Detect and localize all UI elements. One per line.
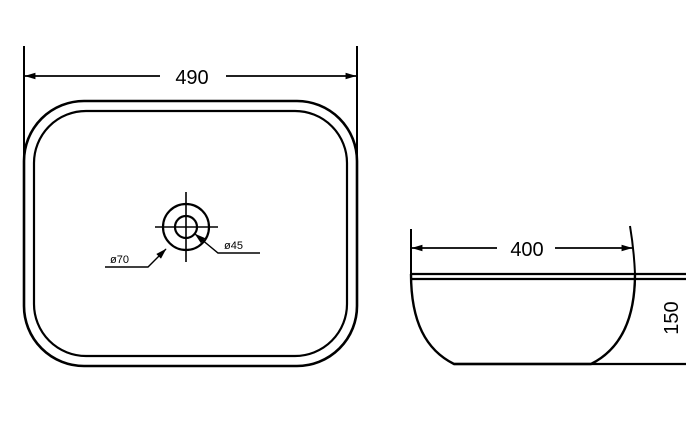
drain-symbol: [155, 192, 218, 262]
side-width-extension-right: [629, 225, 636, 275]
drain-inner-circle: [173, 214, 199, 240]
outer-diameter-leader: [105, 248, 167, 268]
top-view: 490 ø70 ø45: [22, 46, 359, 368]
basin-outer-rim: [22, 99, 359, 368]
side-height-dimension-label: 150: [661, 301, 683, 334]
basin-inner-rim: [32, 109, 349, 358]
drain-outer-circle: [161, 202, 211, 252]
basin-bowl-profile: [409, 273, 637, 366]
inner-diameter-leader: [194, 233, 260, 254]
width-dimension-label: 490: [175, 67, 208, 89]
inner-diameter-label: ø45: [224, 240, 243, 252]
outer-diameter-label: ø70: [110, 254, 129, 266]
side-width-dimension-label: 400: [510, 239, 543, 261]
side-view: 400 150: [409, 225, 686, 366]
